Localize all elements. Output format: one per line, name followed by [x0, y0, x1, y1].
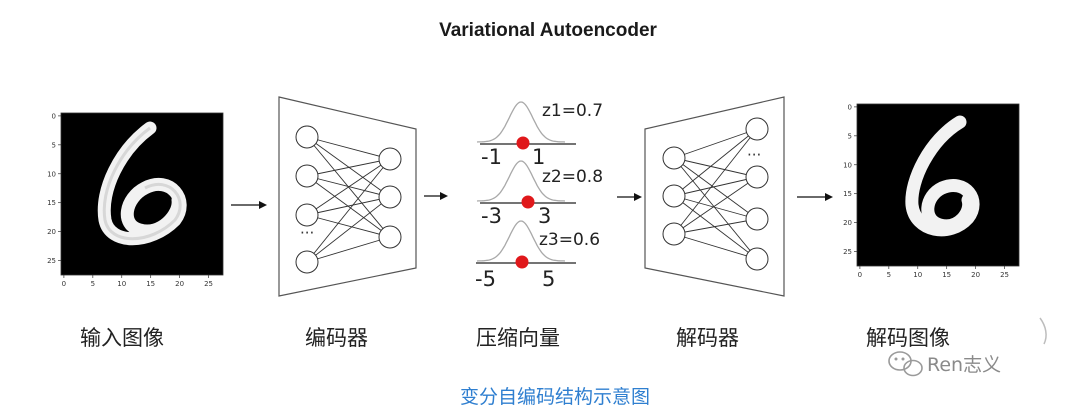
tick-label: 5 [52, 141, 56, 149]
arrow-decoder-output [797, 193, 833, 201]
tick-label: 10 [117, 280, 126, 288]
output-image [856, 103, 1020, 267]
neuron-node [295, 164, 319, 188]
neuron-node [745, 207, 769, 231]
neuron-node [745, 247, 769, 271]
tick-label: 15 [146, 280, 155, 288]
tick-label: 10 [47, 170, 56, 178]
latent-vector [476, 101, 576, 269]
neuron-node [295, 250, 319, 274]
input-image [60, 112, 224, 276]
tick-label: 0 [52, 112, 56, 120]
connection-line [673, 176, 758, 197]
connection-line [306, 175, 391, 238]
tick-label: 0 [858, 271, 862, 279]
neuron-node [378, 147, 402, 171]
encoder-ellipsis: ··· [300, 224, 315, 242]
latent-sample-dot [516, 136, 530, 150]
latent-label-z2: z2=0.8 [542, 167, 604, 187]
tick-label: 20 [843, 219, 852, 227]
neuron-node [745, 117, 769, 141]
tick-label: 20 [47, 228, 56, 236]
connection-line [306, 196, 391, 216]
connection-line [673, 218, 758, 235]
output-axis-ticks: 0 5 10 15 20 25 0 5 10 15 20 25 [843, 103, 1009, 279]
latent-range-right-z1: 1 [532, 145, 546, 169]
decoder-block [644, 96, 785, 297]
arrow-encoder-latent [424, 192, 448, 200]
neuron-node [745, 165, 769, 189]
label-encoder: 编码器 [305, 326, 368, 350]
tick-label: 15 [942, 271, 951, 279]
connection-line [673, 195, 758, 260]
connection-line [673, 157, 758, 260]
gaussian-curve [476, 160, 566, 202]
label-input-image: 输入图像 [80, 326, 164, 350]
connection-line [306, 236, 391, 263]
input-axis-ticks: 0 5 10 15 20 25 0 5 10 15 20 25 [47, 112, 213, 288]
connection-line [306, 196, 391, 263]
latent-sample-dot [521, 195, 535, 209]
tick-label: 20 [971, 271, 980, 279]
wechat-icon [888, 351, 923, 377]
neuron-node [378, 225, 402, 249]
gaussian-curve [476, 220, 566, 262]
neuron-node [295, 203, 319, 227]
tick-label: 15 [843, 190, 852, 198]
tick-label: 25 [1000, 271, 1009, 279]
neuron-node [662, 222, 686, 246]
connection-line [306, 136, 391, 160]
tick-label: 5 [848, 132, 852, 140]
arrow-latent-decoder [617, 193, 642, 201]
connection-line [673, 157, 758, 220]
neuron-node [295, 125, 319, 149]
connection-line [306, 158, 391, 216]
connection-line [306, 214, 391, 238]
connection-line [673, 128, 758, 159]
latent-label-z3: z3=0.6 [539, 230, 601, 250]
latent-range-left-z1: -1 [481, 145, 502, 169]
decoder-ellipsis: ··· [747, 146, 762, 164]
connection-line [673, 128, 758, 235]
label-latent-vector: 压缩向量 [476, 326, 560, 350]
label-decoder: 解码器 [676, 326, 739, 350]
connection-line [306, 136, 391, 198]
tick-label: 15 [47, 199, 56, 207]
connection-line [673, 233, 758, 260]
decorative-mark [1039, 317, 1047, 345]
watermark-text: Ren志义 [927, 354, 1002, 376]
tick-label: 25 [47, 257, 56, 265]
tick-label: 20 [175, 280, 184, 288]
latent-range-left-z3: -5 [475, 267, 496, 291]
neuron-node [662, 146, 686, 170]
encoder-block [278, 96, 417, 297]
connection-line [306, 158, 391, 263]
tick-label: 25 [204, 280, 213, 288]
tick-label: 0 [62, 280, 66, 288]
connection-line [673, 195, 758, 220]
tick-label: 5 [887, 271, 891, 279]
tick-label: 5 [91, 280, 95, 288]
latent-range-right-z2: 3 [538, 204, 552, 228]
label-output-image: 解码图像 [866, 326, 950, 350]
connection-line [673, 128, 758, 197]
latent-range-left-z2: -3 [481, 204, 502, 228]
neuron-node [662, 184, 686, 208]
tick-label: 25 [843, 248, 852, 256]
connection-line [306, 158, 391, 177]
connection-line [673, 157, 758, 178]
tick-label: 0 [848, 103, 852, 111]
figure-caption: 变分自编码结构示意图 [459, 386, 650, 408]
diagram-title: Variational Autoencoder [439, 20, 657, 41]
tick-label: 10 [913, 271, 922, 279]
latent-sample-dot [515, 255, 529, 269]
gaussian-curve [476, 101, 566, 143]
arrow-input-encoder [231, 201, 267, 209]
latent-range-right-z3: 5 [542, 267, 556, 291]
connection-line [673, 176, 758, 235]
tick-label: 10 [843, 161, 852, 169]
neuron-node [378, 185, 402, 209]
latent-label-z1: z1=0.7 [542, 101, 604, 121]
